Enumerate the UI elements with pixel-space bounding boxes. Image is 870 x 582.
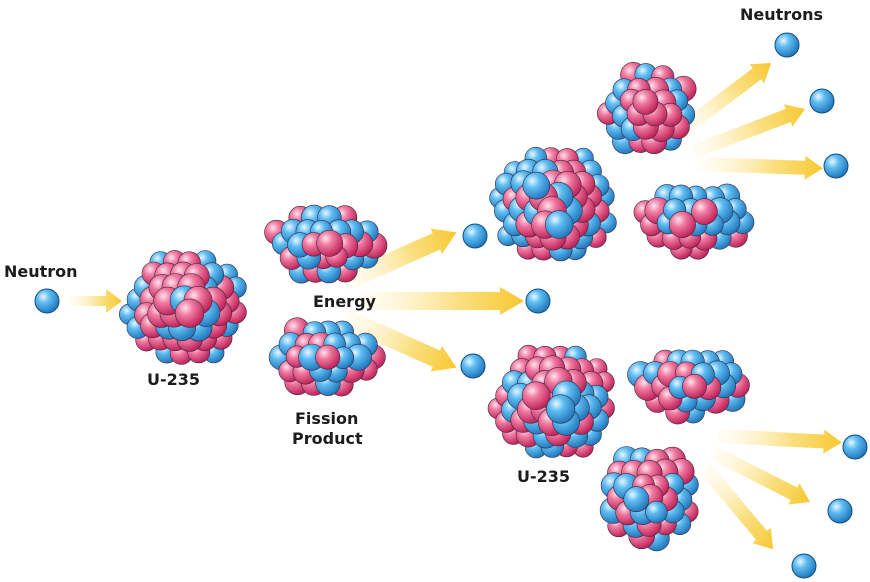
nucleon-proton xyxy=(315,344,341,370)
incoming-neutron-arrow xyxy=(70,289,122,313)
bottom-neutron-arrow-3 xyxy=(699,463,774,550)
nucleus-layer xyxy=(119,61,755,552)
incoming-neutron xyxy=(34,288,60,314)
label-layer: Neutron U-235 Energy Fission Product U-2… xyxy=(4,5,823,486)
output-neutron-3 xyxy=(823,153,849,179)
fission-product-label-line1: Fission xyxy=(295,409,358,428)
nucleon-proton xyxy=(668,211,696,239)
nucleon-neutron xyxy=(623,486,650,513)
fission-product-bottom xyxy=(268,317,386,397)
nucleon-neutron xyxy=(544,210,574,239)
nucleon-proton xyxy=(682,373,707,399)
released-neutron-3 xyxy=(460,353,486,379)
bottom-neutron-arrow-2 xyxy=(708,445,811,505)
nucleon-proton xyxy=(316,229,344,257)
top-neutron-arrow-1 xyxy=(680,63,772,134)
nucleon-proton xyxy=(691,198,718,225)
neutrons-label: Neutrons xyxy=(740,5,823,24)
output-neutron-2 xyxy=(809,88,835,114)
fission-product-label-line2: Product xyxy=(292,429,363,448)
neutron-label: Neutron xyxy=(4,262,78,281)
fission-product-upper-a xyxy=(596,61,697,155)
fission-product-lower-a xyxy=(627,349,750,425)
output-neutron-6 xyxy=(791,553,817,579)
energy-label: Energy xyxy=(313,292,377,311)
output-neutron-5 xyxy=(827,498,853,524)
nucleon-neutron xyxy=(645,500,668,524)
nucleon-proton xyxy=(632,89,659,115)
fission-product-lower-b xyxy=(599,446,699,552)
released-neutron-1 xyxy=(462,223,488,249)
u235-nucleus-upper xyxy=(489,146,617,262)
u235-nucleus-lower xyxy=(487,344,615,459)
u235-label-left: U-235 xyxy=(147,370,200,389)
nucleon-proton xyxy=(175,298,205,328)
energy-arrow-up xyxy=(341,228,457,291)
bottom-neutron-arrow-1 xyxy=(717,429,842,454)
top-neutron-arrow-2 xyxy=(690,104,806,159)
fission-product-top xyxy=(264,204,388,284)
released-neutron-2 xyxy=(525,288,551,314)
top-neutron-arrow-3 xyxy=(698,155,823,180)
output-neutron-4 xyxy=(842,434,868,460)
neutron-layer xyxy=(34,32,868,579)
fission-product-upper-b xyxy=(633,183,755,260)
energy-arrow-middle xyxy=(360,287,524,315)
output-neutron-1 xyxy=(774,32,800,58)
u235-nucleus-left xyxy=(119,250,247,365)
u235-label-right: U-235 xyxy=(517,467,570,486)
nucleon-proton xyxy=(521,381,551,411)
energy-arrow-down xyxy=(341,309,457,372)
nucleon-neutron xyxy=(546,394,576,424)
nucleon-neutron xyxy=(522,171,551,200)
arrow-layer xyxy=(70,63,842,550)
